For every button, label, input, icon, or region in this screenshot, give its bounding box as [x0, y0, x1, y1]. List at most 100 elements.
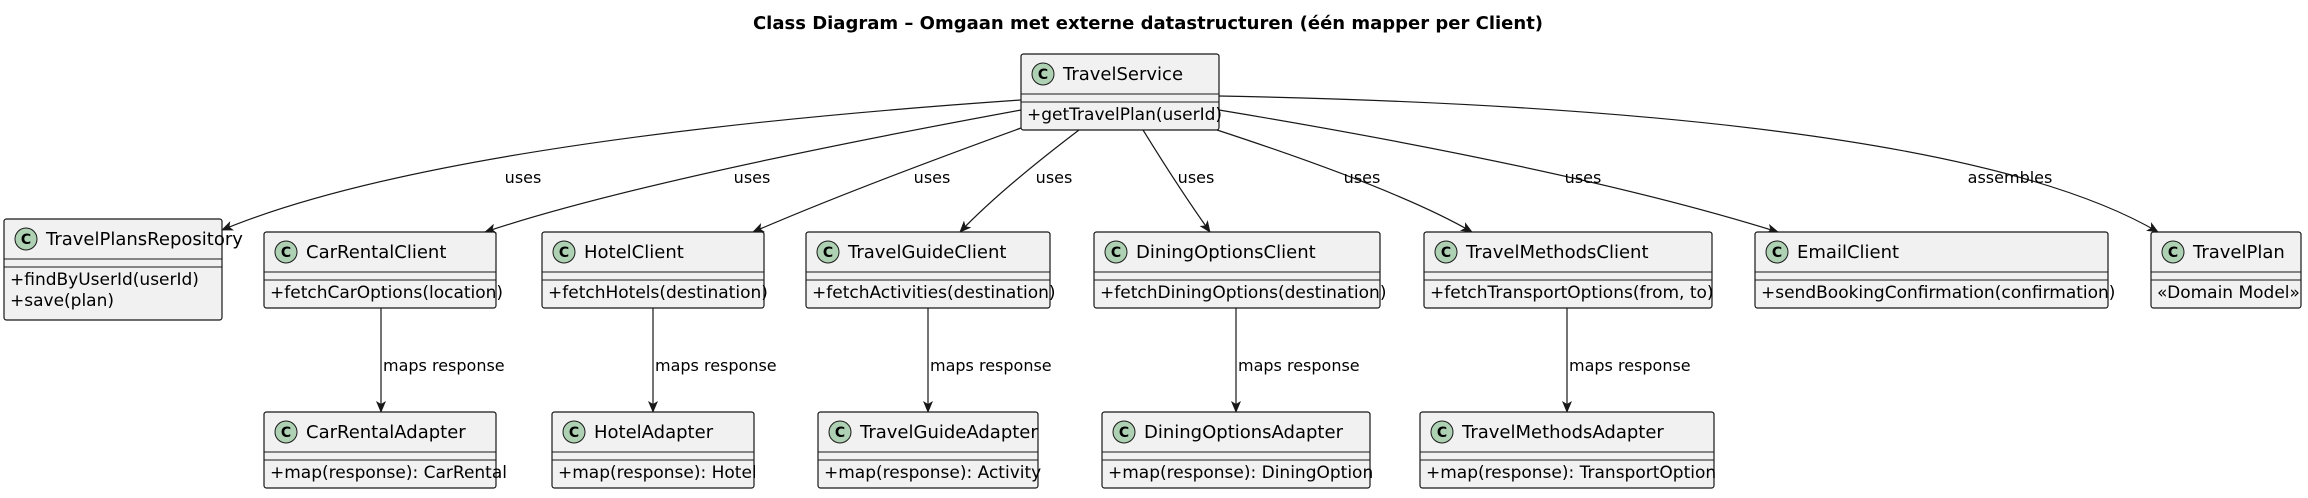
relation-label: uses	[1036, 168, 1073, 187]
class-car-rental-adapter[interactable]: C CarRentalAdapter +map(response): CarRent…	[263, 411, 507, 489]
class-box	[1754, 231, 2109, 309]
class-stereotype-glyph: C	[281, 425, 291, 441]
relation-label: uses	[505, 168, 542, 187]
class-stereotype-icon	[1434, 240, 1458, 264]
relation-label: uses	[914, 168, 951, 187]
class-stereotype-icon	[1104, 240, 1128, 264]
class-stereotype-icon	[828, 420, 852, 444]
relation-label: uses	[1178, 168, 1215, 187]
relation-travel-service-to-travel-guide-client	[959, 129, 1080, 233]
class-name: TravelPlan	[2192, 242, 2285, 263]
class-travel-plans-repository[interactable]: C TravelPlansRepository +findByUserId(user…	[3, 218, 243, 321]
class-member: +sendBookingConfirmation(confirmation)	[1761, 283, 2115, 303]
class-dining-options-client[interactable]: C DiningOptionsClient +fetchDiningOptions(…	[1093, 231, 1386, 309]
class-member: +findByUserId(userId)	[10, 270, 199, 290]
relation-travel-service-to-travel-plans-repository	[221, 99, 1022, 231]
relation-travel-service-to-car-rental-client	[484, 109, 1022, 234]
diagram-title: Class Diagram – Omgaan met externe datas…	[753, 13, 1543, 34]
class-name: DiningOptionsAdapter	[1144, 422, 1344, 443]
class-box	[1101, 411, 1371, 489]
class-stereotype-icon	[552, 240, 576, 264]
class-name: CarRentalAdapter	[306, 422, 466, 443]
relation-travel-service-to-email-client	[1218, 109, 1779, 234]
class-stereotype-glyph: C	[21, 232, 31, 248]
class-stereotype-glyph: C	[823, 245, 833, 261]
class-name: CarRentalClient	[306, 242, 446, 263]
class-stereotype-glyph: C	[1441, 245, 1451, 261]
class-member: +getTravelPlan(userId)	[1027, 105, 1222, 125]
class-stereotype-glyph: C	[1111, 245, 1121, 261]
class-box	[805, 231, 1051, 309]
class-stereotype-icon	[14, 227, 38, 251]
class-stereotype-icon	[274, 240, 298, 264]
class-dining-options-adapter[interactable]: C DiningOptionsAdapter +map(response): Din…	[1101, 411, 1373, 489]
class-name: TravelGuideClient	[847, 242, 1006, 263]
class-member: «Domain Model»	[2157, 283, 2300, 303]
relation-label: maps response	[383, 356, 505, 375]
class-travel-service[interactable]: C TravelService +getTravelPlan(userId)	[1020, 53, 1222, 131]
relation-label: uses	[1344, 168, 1381, 187]
class-stereotype-glyph: C	[835, 425, 845, 441]
class-stereotype-icon	[562, 420, 586, 444]
class-travel-guide-adapter[interactable]: C TravelGuideAdapter +map(response): Activ…	[817, 411, 1041, 489]
class-box	[817, 411, 1039, 489]
class-stereotype-icon	[1112, 420, 1136, 444]
class-box	[1419, 411, 1715, 489]
class-member: +fetchCarOptions(location)	[270, 283, 503, 303]
class-travel-plan[interactable]: C TravelPlan «Domain Model»	[2150, 231, 2302, 309]
class-name: TravelGuideAdapter	[859, 422, 1038, 443]
class-box	[1020, 53, 1220, 131]
class-travel-methods-client[interactable]: C TravelMethodsClient +fetchTransportOptio…	[1423, 231, 1714, 309]
class-member: +map(response): CarRental	[270, 463, 507, 483]
class-name: TravelService	[1062, 64, 1183, 85]
relation-label: maps response	[930, 356, 1052, 375]
class-member: +map(response): DiningOption	[1108, 463, 1373, 483]
relation-label: uses	[1565, 168, 1602, 187]
class-member: +fetchTransportOptions(from, to)	[1430, 283, 1714, 303]
relation-travel-service-to-hotel-client	[752, 127, 1022, 233]
relation-label: uses	[734, 168, 771, 187]
class-member: +save(plan)	[10, 291, 114, 311]
class-name: HotelClient	[584, 242, 684, 263]
class-box	[2150, 231, 2302, 309]
class-name: EmailClient	[1797, 242, 1899, 263]
class-member: +fetchDiningOptions(destination)	[1100, 283, 1386, 303]
class-box	[541, 231, 765, 309]
relation-travel-service-to-travel-plan	[1218, 95, 2159, 233]
class-member: +fetchActivities(destination)	[812, 283, 1056, 303]
relation-travel-service-to-dining-options-client	[1142, 129, 1211, 233]
class-name: TravelMethodsClient	[1465, 242, 1649, 263]
class-stereotype-glyph: C	[1437, 425, 1447, 441]
relation-travel-service-to-travel-methods-client	[1216, 129, 1473, 233]
class-stereotype-glyph: C	[2168, 245, 2178, 261]
class-box	[3, 218, 223, 321]
relations-layer: uses uses uses uses uses uses uses assembles map…	[221, 95, 2159, 413]
class-name: TravelPlansRepository	[45, 229, 243, 250]
class-email-client[interactable]: C EmailClient +sendBookingConfirmation(con…	[1754, 231, 2115, 309]
class-stereotype-glyph: C	[1772, 245, 1782, 261]
relation-label: maps response	[1569, 356, 1691, 375]
class-box	[263, 231, 497, 309]
class-stereotype-glyph: C	[1119, 425, 1129, 441]
relation-label: maps response	[655, 356, 777, 375]
class-box	[551, 411, 755, 489]
class-stereotype-icon	[1430, 420, 1454, 444]
class-travel-guide-client[interactable]: C TravelGuideClient +fetchActivities(desti…	[805, 231, 1056, 309]
class-name: DiningOptionsClient	[1136, 242, 1316, 263]
class-box	[1423, 231, 1713, 309]
class-box	[1093, 231, 1381, 309]
class-stereotype-glyph: C	[1038, 67, 1048, 83]
relation-label: maps response	[1238, 356, 1360, 375]
class-member: +map(response): Activity	[824, 463, 1041, 483]
relation-label: assembles	[1968, 168, 2053, 187]
class-stereotype-glyph: C	[569, 425, 579, 441]
class-stereotype-icon	[816, 240, 840, 264]
class-stereotype-glyph: C	[559, 245, 569, 261]
class-stereotype-icon	[2161, 240, 2185, 264]
